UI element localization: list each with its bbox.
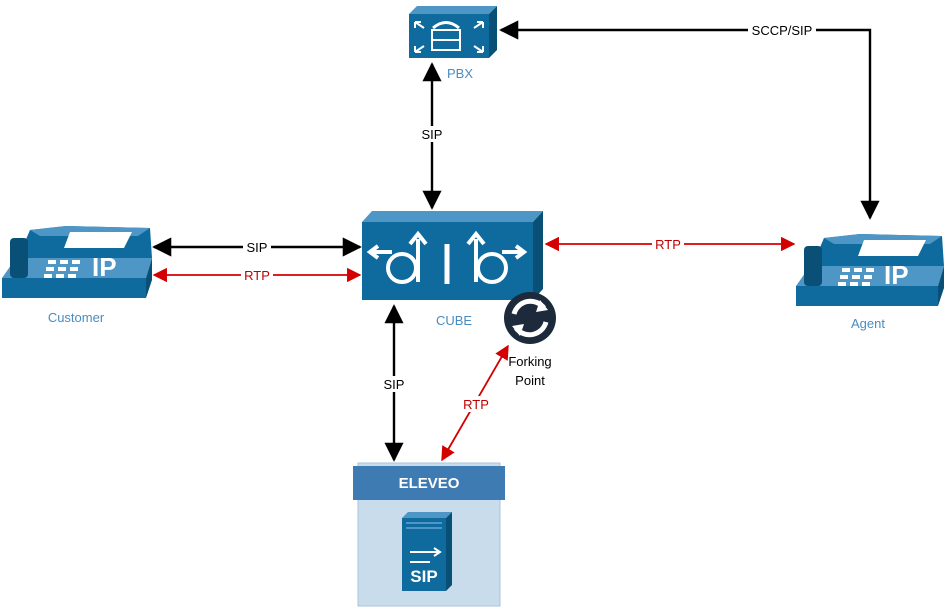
pbx-cube-link-label: SIP xyxy=(422,127,443,142)
sip-server-badge: SIP xyxy=(410,567,437,586)
sip-server-icon xyxy=(402,512,452,591)
customer-label: Customer xyxy=(48,310,105,325)
cube-label: CUBE xyxy=(436,313,472,328)
pbx-icon xyxy=(409,6,497,58)
cube-eleveo-sig-label: SIP xyxy=(384,377,405,392)
customer-ip-badge: IP xyxy=(92,252,117,282)
pbx-agent-link xyxy=(499,20,880,220)
eleveo-title: ELEVEO xyxy=(399,475,460,492)
forking-point-label-line2: Point xyxy=(515,373,545,388)
agent-ip-badge: IP xyxy=(884,260,909,290)
agent-label: Agent xyxy=(851,316,885,331)
forking-point-icon xyxy=(504,292,556,344)
customer-ip-phone-icon xyxy=(2,226,152,298)
agent-ip-phone-icon xyxy=(796,234,944,306)
pbx-agent-link-label: SCCP/SIP xyxy=(752,23,813,38)
fork-eleveo-media-label: RTP xyxy=(463,397,489,412)
customer-cube-sig-label: SIP xyxy=(247,240,268,255)
pbx-label: PBX xyxy=(447,66,473,81)
customer-cube-media-label: RTP xyxy=(244,268,270,283)
cube-agent-media-label: RTP xyxy=(655,237,681,252)
forking-point-label-line1: Forking xyxy=(508,354,551,369)
cube-router-icon xyxy=(362,211,543,300)
